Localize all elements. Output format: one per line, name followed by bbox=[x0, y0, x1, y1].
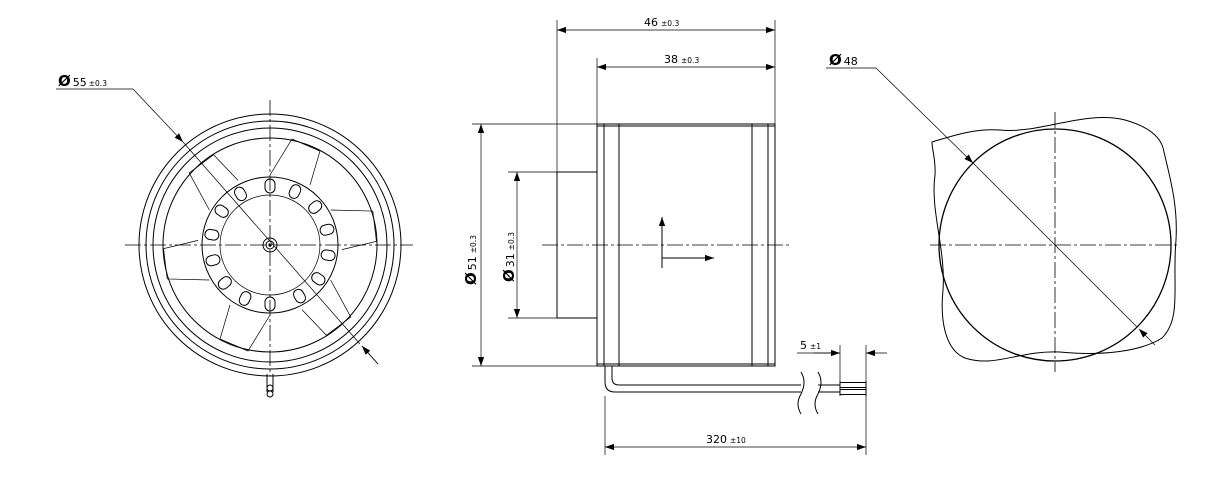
wire-length-dimension: 320±10 bbox=[604, 396, 867, 455]
body-length-tolerance: ±0.3 bbox=[681, 56, 699, 65]
irregular-panel-outline bbox=[931, 117, 1177, 362]
hub-diameter-dimension: Ø 31 ±0.3 bbox=[500, 171, 557, 319]
total-length-tolerance: ±0.3 bbox=[661, 19, 679, 28]
outer-diameter-symbol: Ø bbox=[462, 272, 480, 285]
outer-diameter-tolerance: ±0.3 bbox=[469, 235, 478, 253]
hub-diameter-symbol: Ø bbox=[500, 269, 518, 282]
wire-strip-value: 5 bbox=[800, 339, 807, 352]
outer-diameter-dimension: Ø 51 ±0.3 bbox=[462, 123, 597, 367]
airflow-direction-arrow bbox=[658, 217, 714, 268]
wire-length-value: 320 bbox=[706, 433, 727, 446]
front-diameter-symbol: Ø bbox=[58, 72, 71, 90]
svg-text:Ø51±0.3: Ø 51 ±0.3 bbox=[462, 235, 480, 285]
total-length-dimension: 46±0.3 bbox=[556, 16, 776, 172]
svg-text:Ø55±0.3: Ø55±0.3 bbox=[58, 72, 107, 90]
hub-diameter-value: 31 bbox=[504, 253, 517, 267]
svg-text:Ø48: Ø48 bbox=[829, 51, 858, 69]
svg-text:5±1: 5±1 bbox=[800, 339, 821, 352]
fan-blades bbox=[163, 138, 377, 352]
wire-strip-dimension: 5±1 bbox=[797, 339, 887, 381]
cutout-diameter-symbol: Ø bbox=[829, 51, 842, 69]
front-diameter-tolerance: ±0.3 bbox=[89, 79, 107, 88]
body-length-dimension: 38±0.3 bbox=[596, 53, 775, 124]
cutout-diameter-value: 48 bbox=[844, 55, 858, 68]
body-length-value: 38 bbox=[664, 53, 678, 66]
side-view: 46±0.3 38±0.3 Ø51±0.3 Ø31±0.3 5±1 bbox=[462, 16, 887, 455]
svg-text:38±0.3: 38±0.3 bbox=[664, 53, 699, 66]
svg-text:320±10: 320±10 bbox=[706, 433, 746, 446]
lead-wires bbox=[604, 366, 867, 415]
svg-text:Ø31±0.3: Ø 31 ±0.3 bbox=[500, 232, 518, 282]
wire-length-tolerance: ±10 bbox=[730, 436, 746, 445]
wire-strip-tolerance: ±1 bbox=[810, 342, 821, 351]
hub-diameter-tolerance: ±0.3 bbox=[507, 232, 516, 250]
outer-diameter-value: 51 bbox=[466, 256, 479, 270]
total-length-value: 46 bbox=[644, 16, 658, 29]
svg-text:46±0.3: 46±0.3 bbox=[644, 16, 679, 29]
lead-wire-exit bbox=[266, 374, 274, 398]
front-diameter-value: 55 bbox=[73, 76, 87, 89]
